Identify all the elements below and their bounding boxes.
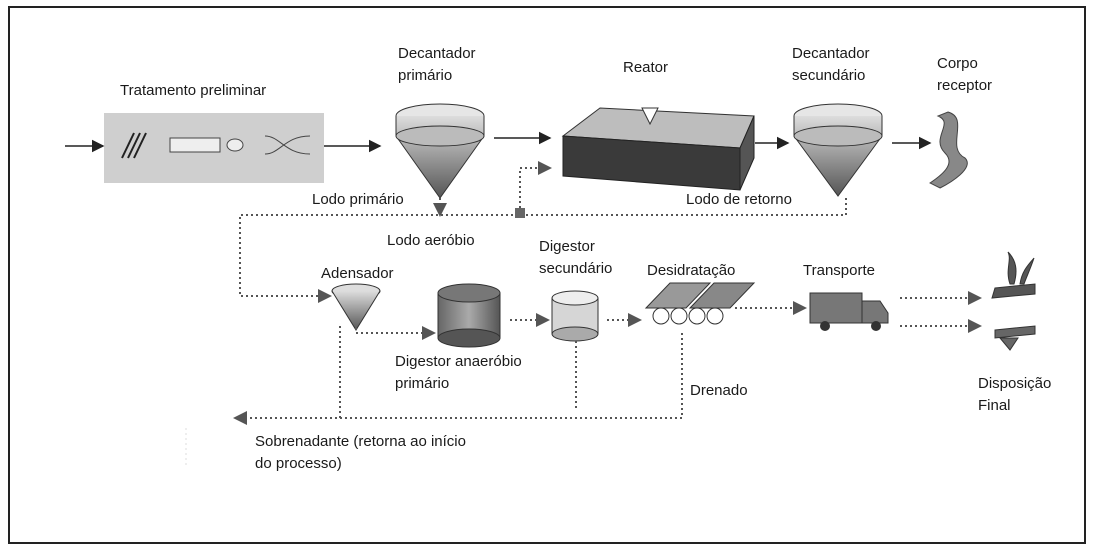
process-flow-diagram: Tratamento preliminar Decantador primári… <box>65 45 1051 472</box>
diagram-frame: Tratamento preliminar Decantador primári… <box>8 6 1086 544</box>
secondary-digester <box>551 290 599 342</box>
label-primary-clarifier-2: primário <box>398 67 452 84</box>
secondary-clarifier <box>793 103 883 197</box>
label-return-sludge: Lodo de retorno <box>686 191 792 208</box>
label-transport: Transporte <box>803 262 875 279</box>
primary-anaerobic-digester <box>437 283 501 348</box>
transport-truck-icon <box>809 292 889 331</box>
label-secondary-digester-1: Digestor <box>539 238 595 255</box>
label-final-disposal-1: Disposição <box>978 375 1051 392</box>
label-reactor: Reator <box>623 59 668 76</box>
land-disposal-icon <box>991 251 1036 299</box>
dewatering-unit <box>644 282 756 325</box>
label-receiving-body-2: receptor <box>937 77 992 94</box>
label-primary-anaerobic-digester-1: Digestor anaeróbio <box>395 353 522 370</box>
reactor-tank <box>561 107 755 191</box>
preliminary-treatment-unit <box>104 113 324 183</box>
label-receiving-body-1: Corpo <box>937 55 978 72</box>
primary-clarifier <box>395 103 485 199</box>
label-drained: Drenado <box>690 382 748 399</box>
label-primary-sludge: Lodo primário <box>312 191 404 208</box>
label-aerobic-sludge: Lodo aeróbio <box>387 232 475 249</box>
label-thickener: Adensador <box>321 265 394 282</box>
label-secondary-clarifier-2: secundário <box>792 67 865 84</box>
label-primary-anaerobic-digester-2: primário <box>395 375 449 392</box>
thickener <box>331 283 381 331</box>
receiving-water-body-icon <box>929 111 968 189</box>
label-secondary-clarifier-1: Decantador <box>792 45 870 62</box>
label-supernatant-1: Sobrenadante (retorna ao início <box>255 433 466 450</box>
label-preliminary-treatment: Tratamento preliminar <box>120 82 266 99</box>
landfill-disposal-icon <box>994 325 1036 351</box>
label-primary-clarifier-1: Decantador <box>398 45 476 62</box>
return-pump-icon <box>515 208 525 218</box>
label-secondary-digester-2: secundário <box>539 260 612 277</box>
label-supernatant-2: do processo) <box>255 455 342 472</box>
label-dewatering: Desidratação <box>647 262 735 279</box>
label-final-disposal-2: Final <box>978 397 1011 414</box>
